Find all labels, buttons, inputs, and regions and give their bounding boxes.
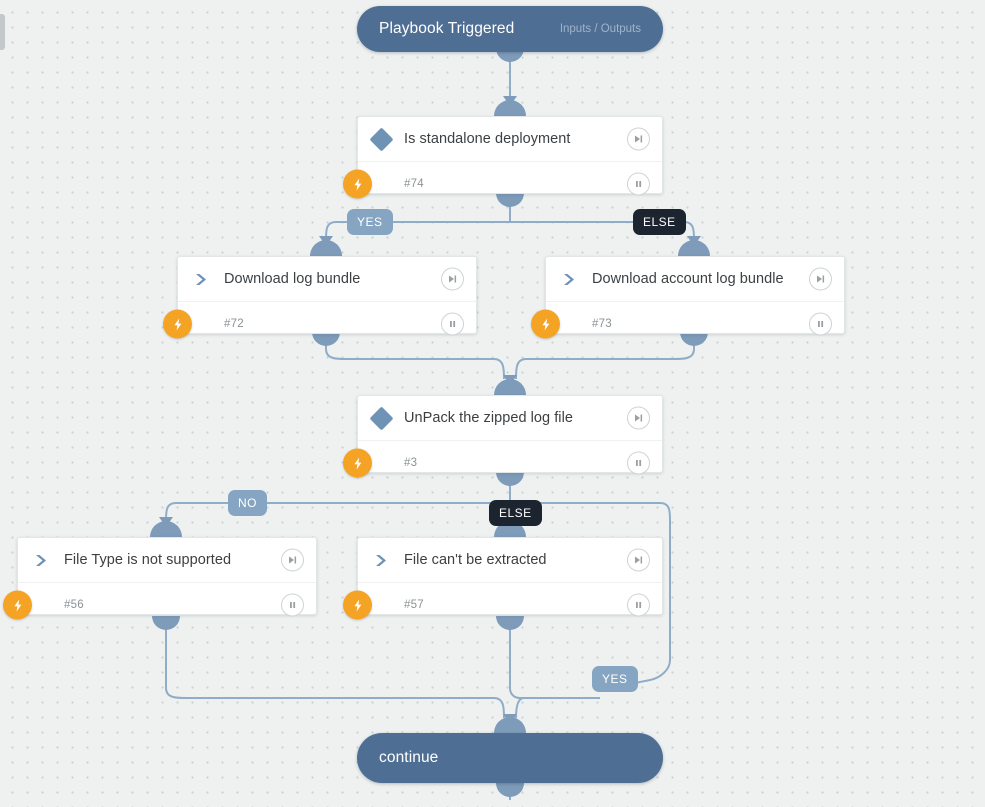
node-id: #3 <box>404 457 418 469</box>
node-is-standalone-deployment[interactable]: Is standalone deployment #74 <box>343 116 663 199</box>
step-forward-icon[interactable] <box>809 267 832 291</box>
node-id: #72 <box>224 318 244 330</box>
node-id: #74 <box>404 178 424 190</box>
port-in-not-supported <box>150 521 182 537</box>
port-out-continue <box>496 783 524 797</box>
node-file-type-not-supported[interactable]: File Type is not supported #56 <box>3 537 317 620</box>
port-in-standalone <box>494 100 526 116</box>
pause-icon[interactable] <box>441 312 464 336</box>
card-footer-row: #3 <box>343 440 662 485</box>
pause-icon[interactable] <box>809 312 832 336</box>
card-header-row: File can't be extracted <box>358 538 662 582</box>
node-title: Download log bundle <box>224 271 361 287</box>
step-forward-icon[interactable] <box>281 548 304 572</box>
pause-icon[interactable] <box>627 451 650 475</box>
step-forward-icon[interactable] <box>627 406 650 430</box>
diamond-icon <box>358 126 404 152</box>
inputs-outputs-label[interactable]: Inputs / Outputs <box>559 23 641 35</box>
lightning-bolt-icon[interactable] <box>343 590 372 620</box>
lightning-bolt-icon[interactable] <box>163 309 192 339</box>
arrowhead-standalone <box>503 96 517 106</box>
chevron-right-icon <box>178 271 224 288</box>
pause-icon[interactable] <box>627 593 650 617</box>
arrowhead-download-log <box>319 236 333 246</box>
node-title: continue <box>379 749 439 766</box>
chevron-right-icon <box>546 271 592 288</box>
node-file-cant-be-extracted[interactable]: File can't be extracted #57 <box>343 537 663 620</box>
port-in-continue <box>494 717 526 733</box>
wire-unpack-no <box>165 502 510 522</box>
card-footer-row: #73 <box>531 301 844 346</box>
branch-label-yes-standalone[interactable]: YES <box>347 209 393 235</box>
lightning-bolt-icon[interactable] <box>3 590 32 620</box>
card-header-row: File Type is not supported <box>18 538 316 582</box>
card-header-row: Download account log bundle <box>546 257 844 301</box>
pause-icon[interactable] <box>627 172 650 196</box>
node-continue[interactable]: continue <box>357 733 663 783</box>
lightning-bolt-icon[interactable] <box>343 448 372 478</box>
branch-label-else-unpack[interactable]: ELSE <box>489 500 542 526</box>
node-title: Is standalone deployment <box>404 131 571 147</box>
card-footer-row: #57 <box>343 582 662 627</box>
lightning-bolt-icon[interactable] <box>531 309 560 339</box>
wire-yes-merge-to-continue <box>515 696 600 719</box>
node-title: Playbook Triggered <box>379 20 515 37</box>
node-download-account-log-bundle[interactable]: Download account log bundle #73 <box>531 256 845 339</box>
diamond-icon <box>358 405 404 431</box>
arrowhead-unpack <box>503 375 517 385</box>
node-id: #73 <box>592 318 612 330</box>
branch-label-no-unpack[interactable]: NO <box>228 490 267 516</box>
arrowhead-continue <box>503 714 517 724</box>
port-in-download-account-log <box>678 240 710 256</box>
node-id: #57 <box>404 599 424 611</box>
card-header-row: Download log bundle <box>178 257 476 301</box>
card-header-row: UnPack the zipped log file <box>358 396 662 440</box>
wire-not-supported-to-continue <box>165 617 505 719</box>
chevron-right-icon <box>18 552 64 569</box>
card-footer-row: #56 <box>3 582 316 627</box>
card-header-row: Is standalone deployment <box>358 117 662 161</box>
node-title: File can't be extracted <box>404 552 547 568</box>
branch-label-else-standalone[interactable]: ELSE <box>633 209 686 235</box>
node-title: Download account log bundle <box>592 271 784 287</box>
node-playbook-triggered[interactable]: Playbook Triggered Inputs / Outputs <box>357 6 663 52</box>
node-download-log-bundle[interactable]: Download log bundle #72 <box>163 256 477 339</box>
arrowhead-download-account-log <box>687 236 701 246</box>
node-title: File Type is not supported <box>64 552 232 568</box>
step-forward-icon[interactable] <box>627 127 650 151</box>
node-title: UnPack the zipped log file <box>404 410 573 426</box>
arrowhead-not-supported <box>159 517 173 527</box>
card-footer-row: #72 <box>163 301 476 346</box>
port-in-unpack <box>494 379 526 395</box>
pause-icon[interactable] <box>281 593 304 617</box>
port-in-download-log <box>310 240 342 256</box>
lightning-bolt-icon[interactable] <box>343 169 372 199</box>
step-forward-icon[interactable] <box>627 548 650 572</box>
node-id: #56 <box>64 599 84 611</box>
card-footer-row: #74 <box>343 161 662 206</box>
wire-cant-extract-to-continue <box>509 617 600 699</box>
step-forward-icon[interactable] <box>441 267 464 291</box>
node-unpack-zipped-log-file[interactable]: UnPack the zipped log file #3 <box>343 395 663 478</box>
chevron-right-icon <box>358 552 404 569</box>
canvas-scrollbar-thumb[interactable] <box>0 14 5 50</box>
branch-label-yes-extract[interactable]: YES <box>592 666 638 692</box>
